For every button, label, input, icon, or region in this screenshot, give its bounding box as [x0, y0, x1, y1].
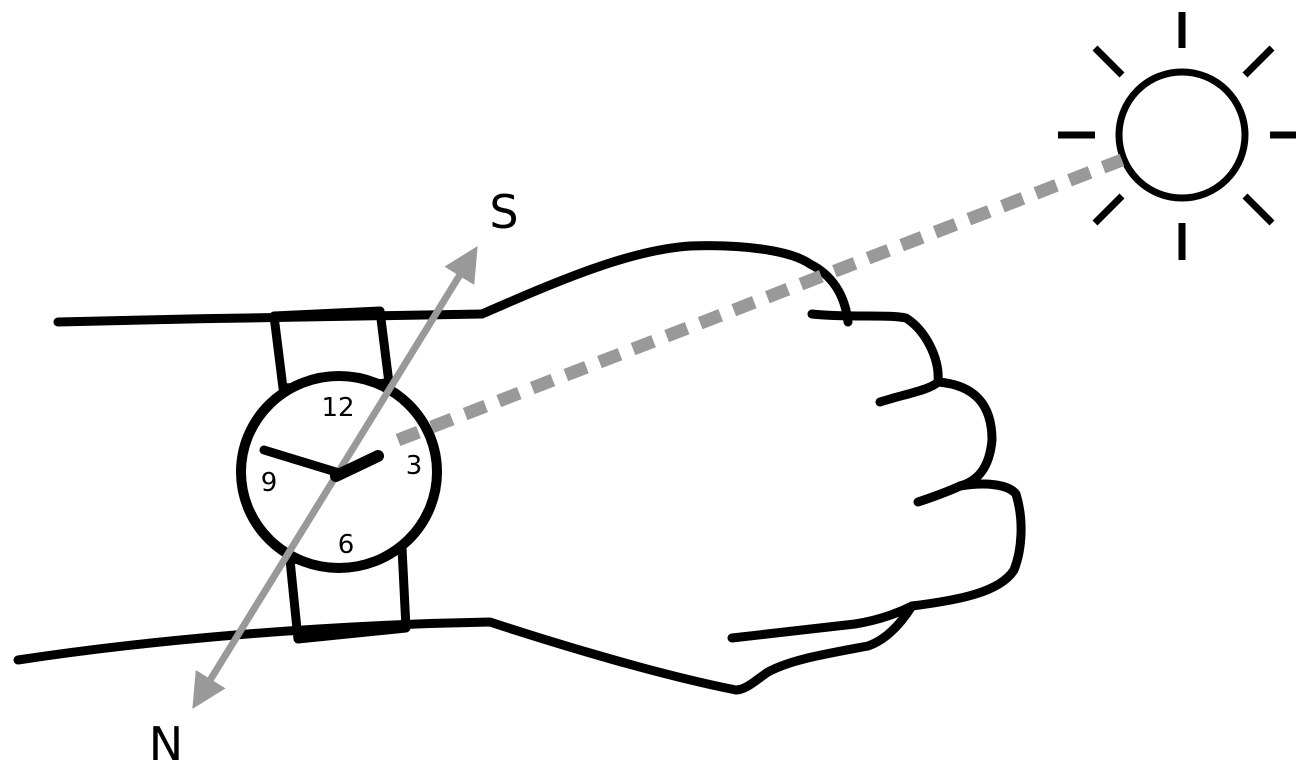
sun-ray — [1092, 193, 1125, 226]
arm-hand-outline — [13, 241, 1026, 695]
dial-number-6: 6 — [338, 530, 355, 560]
sun-disc — [1115, 68, 1249, 202]
south-label: S — [489, 185, 518, 239]
sun-ray — [1242, 45, 1275, 78]
dial-number-9: 9 — [261, 468, 278, 498]
dial-number-12: 12 — [321, 393, 354, 423]
sun-ray — [1242, 193, 1275, 226]
watch-hands — [259, 445, 384, 482]
dial-number-3: 3 — [406, 451, 423, 481]
knuckles-edge — [807, 309, 943, 407]
hand-back-edge — [477, 241, 853, 327]
north-label: N — [149, 717, 183, 763]
third-finger-edge — [907, 479, 1026, 611]
sun-direction-dashed-line — [395, 153, 1125, 447]
minute-hand — [259, 445, 341, 477]
sun-ray — [1092, 45, 1125, 78]
second-finger-edge — [913, 377, 997, 507]
sun-icon — [1058, 12, 1296, 260]
little-finger-edge — [727, 601, 917, 695]
hour-hand — [330, 450, 384, 482]
